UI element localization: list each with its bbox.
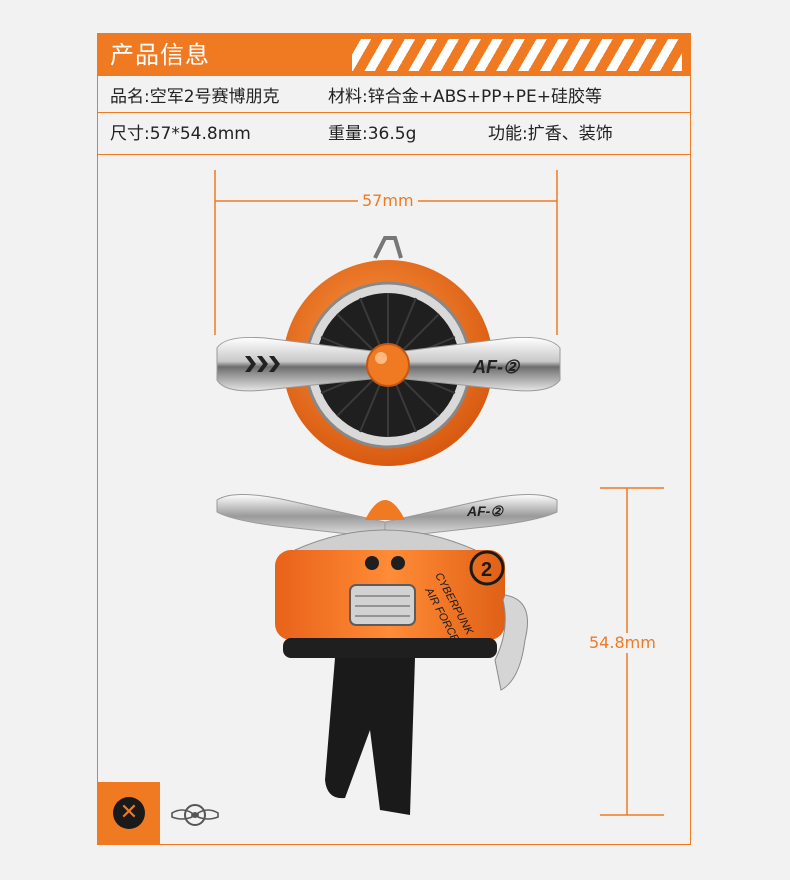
header-stripes bbox=[352, 39, 682, 71]
row-divider bbox=[98, 112, 690, 113]
product-front-view: AF-② bbox=[216, 236, 561, 466]
spec-name: 品名:空军2号赛博朋克 bbox=[110, 87, 280, 107]
propeller-logo-icon bbox=[171, 804, 219, 826]
height-dimension-label: 54.8mm bbox=[585, 633, 660, 653]
width-dimension-label: 57mm bbox=[358, 191, 418, 211]
spec-material: 材料:锌合金+ABS+PP+PE+硅胶等 bbox=[328, 87, 602, 107]
corner-close-block[interactable]: ✕ bbox=[98, 782, 160, 844]
blade-marking-front: AF-② bbox=[472, 357, 521, 377]
spec-size: 尺寸:57*54.8mm bbox=[110, 124, 251, 144]
spec-function: 功能:扩香、装饰 bbox=[488, 124, 613, 144]
blade-marking-side: AF-② bbox=[466, 503, 504, 519]
close-glyph: ✕ bbox=[119, 800, 139, 825]
panel-title: 产品信息 bbox=[110, 41, 210, 69]
body-badge: 2 bbox=[481, 559, 492, 581]
chevron-marks bbox=[245, 356, 280, 372]
row-divider bbox=[98, 154, 690, 155]
product-info-panel: 产品信息 品名:空军2号赛博朋克 材料:锌合金+ABS+PP+PE+硅胶等 尺寸… bbox=[97, 33, 691, 845]
panel-header: 产品信息 bbox=[98, 34, 690, 76]
spec-weight: 重量:36.5g bbox=[328, 124, 417, 144]
product-side-view: AF-② 2 CYBERPUNK AIR FORCE bbox=[216, 494, 558, 815]
close-icon[interactable]: ✕ bbox=[113, 797, 145, 829]
